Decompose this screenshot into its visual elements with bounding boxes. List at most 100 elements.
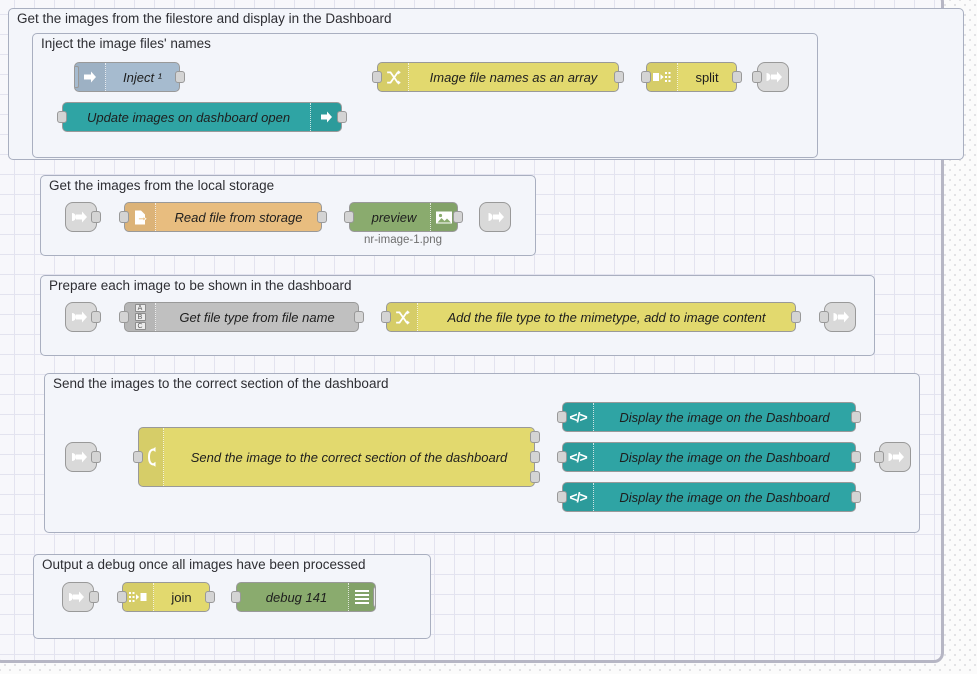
link-in-icon <box>66 303 96 331</box>
port-output-display-image-1[interactable] <box>851 411 861 423</box>
port-output-display-image-3[interactable] <box>851 491 861 503</box>
node-display-image-2-label: Display the image on the Dashboard <box>619 449 830 465</box>
change-shuffle-icon <box>378 63 409 91</box>
port-output-read-file[interactable] <box>317 211 327 223</box>
port-input-send-to-section[interactable] <box>133 451 143 463</box>
node-display-image-1-label: Display the image on the Dashboard <box>619 409 830 425</box>
abc-icon: A B C <box>125 303 156 331</box>
node-link-out-2[interactable] <box>479 202 511 232</box>
port-input-display-image-1[interactable] <box>557 411 567 423</box>
node-join[interactable]: join <box>122 582 210 612</box>
node-add-mimetype-label: Add the file type to the mimetype, add t… <box>447 309 766 325</box>
debug-lines-icon <box>348 583 375 611</box>
abc-icon-a: A <box>134 304 146 312</box>
group-inject[interactable]: Inject the image files' names <box>32 33 818 158</box>
code-icon: </> <box>563 483 594 511</box>
join-icon <box>123 583 154 611</box>
port-input-read-file[interactable] <box>119 211 129 223</box>
port-input-join[interactable] <box>117 591 127 603</box>
link-out-icon <box>825 303 855 331</box>
group-debug-label: Output a debug once all images have been… <box>42 557 366 572</box>
node-preview[interactable]: preview <box>349 202 458 232</box>
port-output-get-file-type[interactable] <box>354 311 364 323</box>
debug-enable-button[interactable] <box>373 585 375 609</box>
node-get-file-type[interactable]: A B C Get file type from file name <box>124 302 359 332</box>
group-outer-label: Get the images from the filestore and di… <box>17 11 392 26</box>
node-read-file-label: Read file from storage <box>174 209 303 225</box>
change-shuffle-icon <box>387 303 418 331</box>
link-in-icon <box>66 203 96 231</box>
inject-trigger-button[interactable] <box>75 66 79 88</box>
port-output-link-in-3[interactable] <box>91 311 101 323</box>
node-update-images[interactable]: Update images on dashboard open <box>62 102 342 132</box>
port-output-send-to-section-3[interactable] <box>530 471 540 483</box>
debug-line <box>355 590 369 592</box>
node-debug-141-label: debug 141 <box>265 589 328 605</box>
node-add-mimetype[interactable]: Add the file type to the mimetype, add t… <box>386 302 796 332</box>
port-output-split[interactable] <box>732 71 742 83</box>
port-output-link-in-5[interactable] <box>89 591 99 603</box>
port-input-add-mimetype[interactable] <box>381 311 391 323</box>
port-input-debug-141[interactable] <box>231 591 241 603</box>
port-output-display-image-2[interactable] <box>851 451 861 463</box>
inject-arrow-icon <box>75 63 106 91</box>
link-out-icon <box>880 443 910 471</box>
port-output-send-to-section-2[interactable] <box>530 451 540 463</box>
node-inject-1[interactable]: Inject ¹ <box>74 62 180 92</box>
split-icon <box>647 63 678 91</box>
node-display-image-3[interactable]: </> Display the image on the Dashboard <box>562 482 856 512</box>
node-display-image-2[interactable]: </> Display the image on the Dashboard <box>562 442 856 472</box>
group-prepare-label: Prepare each image to be shown in the da… <box>49 278 352 293</box>
debug-line <box>355 602 369 604</box>
node-preview-sublabel: nr-image-1.png <box>364 234 442 246</box>
group-storage-label: Get the images from the local storage <box>49 178 275 193</box>
port-input-get-file-type[interactable] <box>119 311 129 323</box>
port-output-send-to-section-1[interactable] <box>530 431 540 443</box>
node-link-out-3[interactable] <box>824 302 856 332</box>
debug-line <box>355 598 369 600</box>
node-get-file-type-label: Get file type from file name <box>179 309 335 325</box>
node-image-file-names[interactable]: Image file names as an array <box>377 62 619 92</box>
port-output-link-in-2[interactable] <box>91 211 101 223</box>
abc-icon-b: B <box>134 313 146 321</box>
node-send-to-section[interactable]: Send the image to the correct section of… <box>138 427 535 487</box>
image-icon <box>430 203 457 231</box>
node-link-in-5[interactable] <box>62 582 94 612</box>
debug-line <box>355 594 369 596</box>
node-split-label: split <box>695 69 719 85</box>
port-input-display-image-2[interactable] <box>557 451 567 463</box>
file-icon <box>125 203 156 231</box>
port-output-join[interactable] <box>205 591 215 603</box>
node-split[interactable]: split <box>646 62 737 92</box>
code-icon-glyph: </> <box>569 489 587 505</box>
port-input-update-images[interactable] <box>57 111 67 123</box>
port-input-preview[interactable] <box>344 211 354 223</box>
port-output-link-in-4[interactable] <box>91 451 101 463</box>
port-output-update-images[interactable] <box>337 111 347 123</box>
link-in-icon <box>63 583 93 611</box>
port-input-link-out-3[interactable] <box>819 311 829 323</box>
port-output-preview[interactable] <box>453 211 463 223</box>
arrow-right-icon <box>310 103 341 131</box>
port-input-image-file-names[interactable] <box>372 71 382 83</box>
node-inject-1-label: Inject ¹ <box>122 69 162 85</box>
code-icon-glyph: </> <box>569 449 587 465</box>
link-out-icon <box>758 63 788 91</box>
abc-icon-c: C <box>134 322 146 330</box>
port-output-inject-1[interactable] <box>175 71 185 83</box>
port-output-add-mimetype[interactable] <box>791 311 801 323</box>
node-send-to-section-label: Send the image to the correct section of… <box>190 449 508 465</box>
port-input-display-image-3[interactable] <box>557 491 567 503</box>
port-output-image-file-names[interactable] <box>614 71 624 83</box>
port-input-link-out-4[interactable] <box>874 451 884 463</box>
node-debug-141[interactable]: debug 141 <box>236 582 376 612</box>
link-in-icon <box>66 443 96 471</box>
port-input-split[interactable] <box>641 71 651 83</box>
port-input-link-out-1[interactable] <box>752 71 762 83</box>
node-image-file-names-label: Image file names as an array <box>429 69 598 85</box>
node-display-image-1[interactable]: </> Display the image on the Dashboard <box>562 402 856 432</box>
code-icon: </> <box>563 403 594 431</box>
node-read-file[interactable]: Read file from storage <box>124 202 322 232</box>
code-icon: </> <box>563 443 594 471</box>
